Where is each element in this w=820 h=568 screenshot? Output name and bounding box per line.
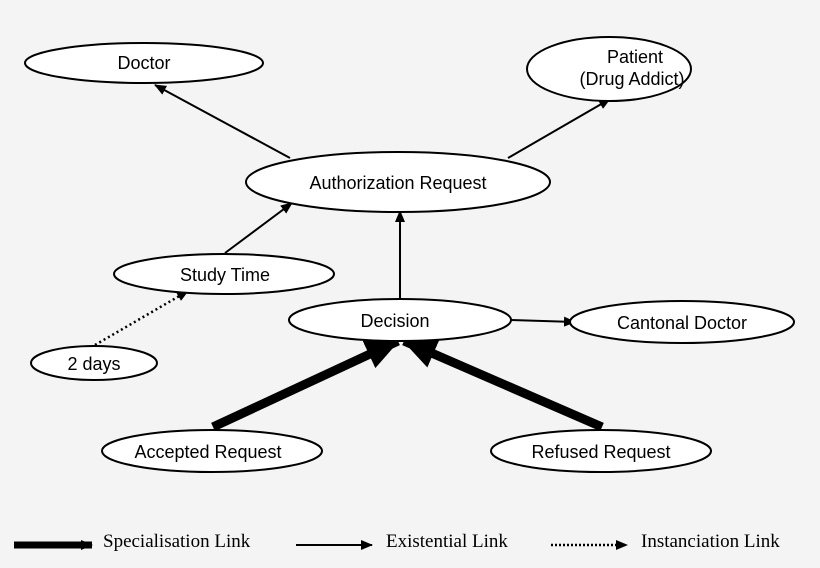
node-refused-request-label: Refused Request bbox=[531, 442, 670, 462]
node-patient: Patient (Drug Addict) bbox=[526, 36, 692, 102]
node-accepted-request-label: Accepted Request bbox=[134, 442, 281, 462]
node-decision-label: Decision bbox=[360, 311, 429, 331]
link-decision-to-cantonal-doctor bbox=[510, 316, 576, 327]
node-cantonal-doctor: Cantonal Doctor bbox=[569, 300, 795, 344]
node-accepted-request: Accepted Request bbox=[101, 429, 323, 473]
node-cantonal-doctor-label: Cantonal Doctor bbox=[617, 313, 747, 333]
node-doctor: Doctor bbox=[24, 42, 264, 84]
link-accepted-to-decision bbox=[211, 336, 400, 432]
node-two-days-label: 2 days bbox=[67, 354, 120, 374]
link-authorization-to-doctor bbox=[154, 84, 291, 159]
node-patient-label: Patient bbox=[607, 47, 663, 67]
link-refused-to-decision bbox=[402, 336, 604, 432]
link-study-time-to-authorization bbox=[224, 202, 293, 254]
node-refused-request: Refused Request bbox=[490, 429, 712, 473]
node-study-time: Study Time bbox=[113, 253, 335, 295]
node-decision: Decision bbox=[288, 298, 512, 342]
node-study-time-label: Study Time bbox=[180, 265, 270, 285]
legend-specialisation-label: Specialisation Link bbox=[103, 531, 251, 552]
legend-existential-label: Existential Link bbox=[386, 531, 508, 552]
link-two-days-to-study-time bbox=[94, 289, 189, 347]
legend: Specialisation Link Existential Link Ins… bbox=[14, 531, 780, 552]
legend-instanciation-label: Instanciation Link bbox=[641, 531, 780, 552]
node-authorization-request-label: Authorization Request bbox=[309, 173, 486, 193]
node-two-days: 2 days bbox=[30, 345, 158, 381]
node-authorization-request: Authorization Request bbox=[245, 151, 551, 213]
node-patient-sublabel: (Drug Addict) bbox=[579, 69, 684, 89]
node-doctor-label: Doctor bbox=[117, 53, 170, 73]
link-authorization-to-patient bbox=[507, 98, 611, 159]
